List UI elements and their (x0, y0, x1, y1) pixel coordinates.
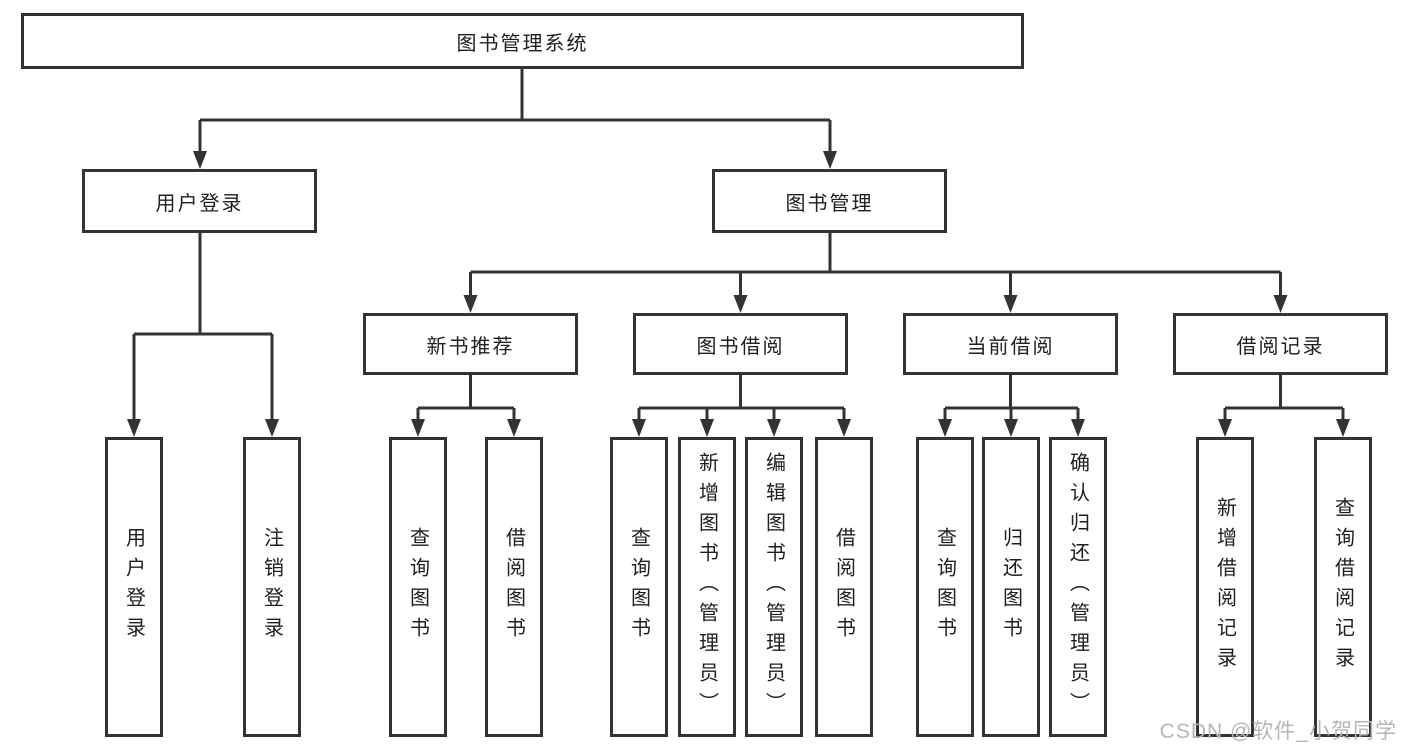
leaf-confirm-return-admin: 确认归还（管理员） (1049, 437, 1107, 737)
node-user-login: 用户登录 (82, 169, 317, 233)
leaf-add-borrow-record-label: 新增借阅记录 (1213, 497, 1236, 677)
node-new-book-recommend: 新书推荐 (363, 313, 578, 375)
leaf-edit-book-admin: 编辑图书（管理员） (745, 437, 803, 737)
leaf-borrow-books-label: 借阅图书 (832, 527, 855, 647)
leaf-add-book-admin-label: 新增图书（管理员） (695, 452, 718, 722)
edge-records-to-leaves (1223, 375, 1345, 421)
leaf-current-query-books-label: 查询图书 (933, 527, 956, 647)
node-borrow-records: 借阅记录 (1173, 313, 1388, 375)
leaf-borrow-query-books-label: 查询图书 (627, 527, 650, 647)
node-current-borrow: 当前借阅 (903, 313, 1118, 375)
leaf-borrow-books: 借阅图书 (815, 437, 873, 737)
edge-root-to-level2 (198, 69, 832, 153)
leaf-recommend-borrow-books: 借阅图书 (485, 437, 543, 737)
leaf-borrow-query-books: 查询图书 (610, 437, 668, 737)
leaf-add-book-admin: 新增图书（管理员） (678, 437, 736, 737)
leaf-logout-label: 注销登录 (260, 527, 283, 647)
leaf-recommend-borrow-books-label: 借阅图书 (502, 527, 525, 647)
csdn-watermark: CSDN @软件_小贺同学 (1159, 720, 1397, 743)
edge-userlogin-to-leaves (132, 233, 274, 421)
leaf-confirm-return-admin-label: 确认归还（管理员） (1066, 452, 1089, 722)
arrowheads (127, 151, 1350, 437)
leaf-return-book-label: 归还图书 (999, 527, 1022, 647)
leaf-logout: 注销登录 (243, 437, 301, 737)
leaf-user-login-label: 用户登录 (122, 527, 145, 647)
edge-newbook-to-leaves (416, 375, 516, 421)
leaf-recommend-query-books-label: 查询图书 (406, 527, 429, 647)
edge-bookmgmt-to-level3 (469, 233, 1282, 297)
leaf-add-borrow-record: 新增借阅记录 (1196, 437, 1254, 737)
edge-bookborrow-to-leaves (637, 375, 846, 421)
leaf-current-query-books: 查询图书 (916, 437, 974, 737)
leaf-query-borrow-record-label: 查询借阅记录 (1331, 497, 1354, 677)
leaf-recommend-query-books: 查询图书 (389, 437, 447, 737)
leaf-query-borrow-record: 查询借阅记录 (1314, 437, 1372, 737)
node-book-management: 图书管理 (712, 169, 947, 233)
node-book-borrow: 图书借阅 (633, 313, 848, 375)
leaf-user-login: 用户登录 (105, 437, 163, 737)
leaf-return-book: 归还图书 (982, 437, 1040, 737)
edge-currentborrow-to-leaves (943, 375, 1080, 421)
node-library-system: 图书管理系统 (21, 13, 1024, 69)
leaf-edit-book-admin-label: 编辑图书（管理员） (762, 452, 785, 722)
